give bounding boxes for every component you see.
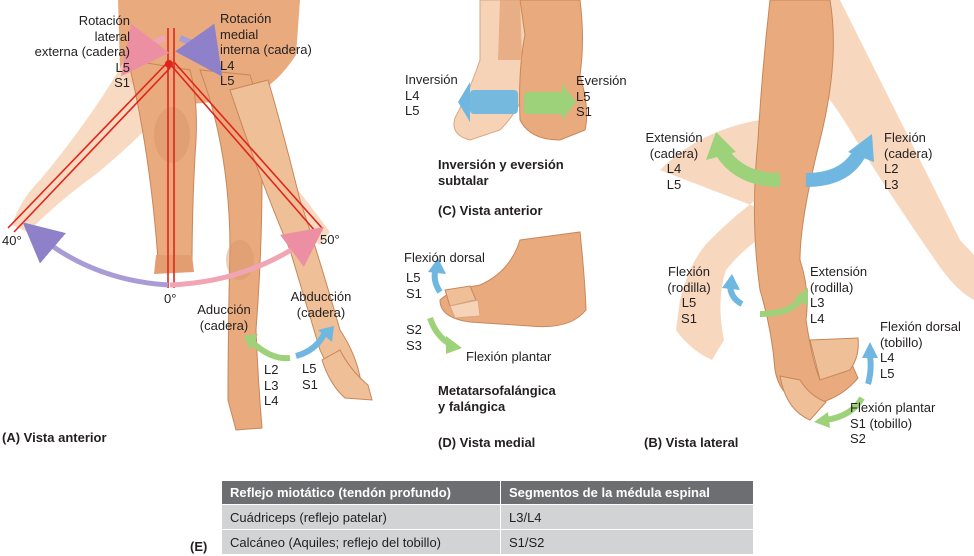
- label-eversion: Eversión L5 S1: [576, 73, 627, 119]
- label-extension-rodilla: Extensión (rodilla) L3 L4: [810, 264, 868, 326]
- table-cell: Calcáneo (Aquiles; reflejo del tobillo): [222, 529, 501, 554]
- label-extension-cadera: Extensión (cadera) L4 L5: [645, 130, 703, 192]
- rotation-ext-arrow: [121, 23, 170, 77]
- label-flexion-plantar-tobillo: Flexión plantar S1 (tobillo) S2: [850, 400, 936, 446]
- caption-e: (E): [190, 539, 208, 554]
- label-abduccion-segments: L5 S1: [302, 361, 318, 392]
- caption-d: (D) Vista medial: [438, 435, 536, 450]
- caption-b: (B) Vista lateral: [644, 435, 739, 450]
- label-flexion-plantar: Flexión plantar: [466, 349, 552, 364]
- label-flexion-rodilla: Flexión (rodilla) L5 S1: [667, 264, 711, 326]
- label-flexion-dorsal-segments: L5 S1: [406, 270, 422, 301]
- table-header: Reflejo miotático (tendón profundo): [222, 481, 501, 505]
- caption-a: (A) Vista anterior: [2, 430, 107, 445]
- table-cell: Cuádriceps (reflejo patelar): [222, 504, 501, 530]
- panel-b-legs: [660, 0, 974, 428]
- label-flexion-dorsal: Flexión dorsal: [404, 250, 485, 265]
- panel-a-legs: [7, 0, 373, 431]
- ext-cadera-arrow: [716, 147, 781, 187]
- label-flexion-cadera: Flexión (cadera) L2 L3: [884, 130, 933, 192]
- label-inversion: Inversión L4 L5: [405, 72, 458, 118]
- reflex-table: Reflejo miotático (tendón profundo) Segm…: [222, 481, 754, 554]
- title-subtalar: Inversión y eversión subtalar: [438, 157, 564, 188]
- table-row: Cuádriceps (reflejo patelar) L3/L4: [222, 504, 754, 530]
- label-angle-40: 40°: [2, 233, 22, 248]
- ghost-leg-left: [12, 60, 175, 232]
- table-row: Calcáneo (Aquiles; reflejo del tobillo) …: [222, 529, 754, 554]
- label-angle-0: 0°: [164, 291, 177, 306]
- panel-c-feet: [453, 0, 588, 141]
- label-rotacion-interna: Rotación medial interna (cadera) L4 L5: [220, 11, 312, 88]
- caption-c: (C) Vista anterior: [438, 203, 543, 218]
- label-aduccion-segments: L2 L3 L4: [264, 362, 279, 408]
- inversion-arrow: [470, 90, 518, 114]
- label-flexion-plantar-segments: S2 S3: [406, 322, 422, 353]
- label-abduccion: Abducción (cadera): [290, 289, 352, 320]
- table-cell: S1/S2: [500, 529, 754, 554]
- flex-cadera-arrow: [805, 148, 867, 187]
- arc-arrow-50: [169, 227, 325, 288]
- table-cell: L3/L4: [500, 504, 754, 530]
- panel-d-foot: [427, 231, 587, 354]
- eversion-arrow: [524, 92, 564, 114]
- table-header: Segmentos de la médula espinal: [500, 481, 754, 505]
- rotation-int-arrow: [175, 23, 223, 77]
- label-flexion-dorsal-tobillo: Flexión dorsal (tobillo) L4 L5: [880, 319, 961, 381]
- table-header-row: Reflejo miotático (tendón profundo) Segm…: [222, 481, 754, 505]
- label-aduccion: Aducción (cadera): [197, 302, 251, 333]
- label-rotacion-externa: Rotación lateral externa (cadera) L5 S1: [34, 13, 130, 90]
- flex-dorsal-tobillo-arrow: [865, 355, 874, 385]
- title-metatarsofalangica: Metatarsofalángica y falángica: [438, 383, 556, 414]
- label-angle-50: 50°: [320, 232, 340, 247]
- flex-plantar-tobillo-arrow: [825, 396, 865, 423]
- arc-arrow-40: [22, 222, 169, 288]
- ext-rodilla-arrow: [759, 298, 803, 317]
